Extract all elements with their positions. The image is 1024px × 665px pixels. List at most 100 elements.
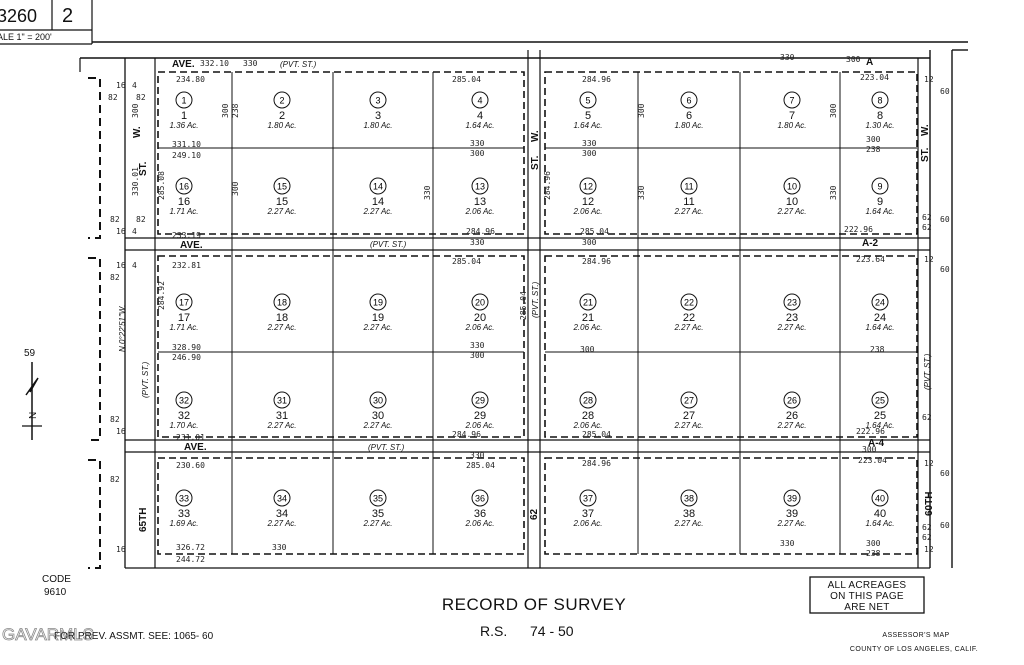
acreage-note: ALL ACREAGES ON THIS PAGE ARE NET	[809, 576, 925, 614]
label-a2: A-2	[862, 238, 879, 249]
lot-blocks	[157, 71, 918, 555]
side-num: 82	[136, 93, 146, 102]
dim: 284.96	[582, 75, 611, 84]
vdim: 330	[637, 185, 646, 200]
lot-circle-number: 29	[475, 396, 485, 406]
side-num: 82	[110, 475, 120, 484]
side-num: 62	[922, 213, 932, 222]
street-left-pvt: (PVT. ST.)	[141, 361, 150, 398]
lot-circle-icon	[175, 391, 193, 409]
lot-circle-number: 19	[373, 298, 383, 308]
lot-circle-number: 26	[787, 396, 797, 406]
lot-circle-number: 17	[179, 298, 189, 308]
lot-circle-number: 5	[585, 96, 590, 106]
dim: 300	[580, 345, 595, 354]
lot-circle-number: 32	[179, 396, 189, 406]
side-num: 82	[108, 93, 118, 102]
lot-circle-number: 35	[373, 494, 383, 504]
side-numbers: 16 82 4 82 16 82 4 82 16 4 82 82 16 82 1…	[108, 75, 950, 554]
dim: 300	[862, 445, 877, 454]
lot-circle-icon	[783, 489, 801, 507]
lot-circle-icon	[783, 391, 801, 409]
dimension-labels: 332.10 330 234.80 285.04 284.96 330 300 …	[172, 53, 889, 564]
dim: 284.96	[582, 459, 611, 468]
vdim: 284.96	[543, 171, 552, 200]
lot-acreage: 1.64 Ac.	[865, 421, 894, 430]
street-labels: AVE. (PVT. ST.) AVE. (PVT. ST.) AVE. (PV…	[118, 57, 935, 532]
lot-circle-icon	[471, 391, 489, 409]
lot-acreage: 1.64 Ac.	[865, 519, 894, 528]
lot-acreage: 2.27 Ac.	[673, 323, 703, 332]
lot-circle-icon	[175, 293, 193, 311]
lot-acreage: 2.27 Ac.	[266, 323, 296, 332]
lot-acreage: 1.80 Ac.	[363, 121, 392, 130]
code-label: CODE 9610	[42, 574, 71, 598]
dim: 285.04	[452, 257, 481, 266]
lot-number: 1	[181, 110, 187, 122]
lot-number: 20	[474, 312, 486, 324]
dim: 238	[866, 145, 881, 154]
lot-number: 8	[877, 110, 883, 122]
lot-3: 331.80 Ac.	[363, 91, 393, 130]
dim: 223.04	[858, 456, 887, 465]
lot-number: 10	[786, 196, 798, 208]
lot-circle-number: 37	[583, 494, 593, 504]
dim: 330	[243, 59, 258, 68]
lot-circle-icon	[680, 391, 698, 409]
lot-acreage: 2.27 Ac.	[776, 207, 806, 216]
side-num: 62	[922, 533, 932, 542]
side-num: 16	[116, 227, 126, 236]
lot-circle-icon	[579, 293, 597, 311]
lot-circle-number: 20	[475, 298, 485, 308]
side-num: 12	[924, 255, 934, 264]
dim: 233.19	[172, 231, 201, 240]
lot-circle-number: 34	[277, 494, 287, 504]
lot-acreage: 2.06 Ac.	[464, 421, 494, 430]
lot-circle-icon	[871, 293, 889, 311]
lot-circle-number: 16	[179, 182, 189, 192]
street-pvt-top: (PVT. ST.)	[280, 60, 317, 69]
lot-circle-icon	[175, 177, 193, 195]
lot-circle-icon	[783, 293, 801, 311]
dim: 330	[780, 539, 795, 548]
lot-circle-icon	[579, 489, 597, 507]
lot-number: 33	[178, 508, 190, 520]
lot-circle-number: 27	[684, 396, 694, 406]
assessors-map-label: ASSESSOR'S MAP	[882, 632, 949, 639]
lot-circle-icon	[579, 177, 597, 195]
lot-acreage: 1.80 Ac.	[777, 121, 806, 130]
dim: 230.60	[176, 461, 205, 470]
street-left-bearing: N.0°22'51"W.	[118, 305, 127, 352]
side-num: 60	[940, 215, 950, 224]
lot-acreage: 1.70 Ac.	[169, 421, 198, 430]
street-right-st: ST.	[920, 147, 931, 162]
side-num: 82	[136, 215, 146, 224]
lot-circle-number: 1	[181, 96, 186, 106]
lot-acreage: 2.27 Ac.	[362, 519, 392, 528]
dim: 284.96	[452, 430, 481, 439]
dim: 330	[582, 139, 597, 148]
dim: 285.04	[580, 227, 609, 236]
side-num: 16	[116, 545, 126, 554]
street-60th: 60TH	[924, 492, 935, 516]
watermark-logo: GAVARMLS	[2, 625, 94, 644]
lot-number: 5	[585, 110, 591, 122]
side-num: 12	[924, 75, 934, 84]
lot-number: 11	[683, 196, 694, 208]
lot-circle-icon	[369, 293, 387, 311]
dim: 284.96	[466, 227, 495, 236]
dim: 234.80	[176, 75, 205, 84]
lot-number: 12	[582, 196, 594, 208]
rs-label: R.S.	[480, 623, 507, 639]
dim: 328.90	[172, 343, 201, 352]
vdim: 285.04	[519, 291, 528, 320]
north-label: N	[28, 412, 39, 419]
map-book-number: 3260	[0, 6, 37, 26]
map-page-number: 2	[62, 5, 73, 27]
lot-acreage: 1.69 Ac.	[169, 519, 198, 528]
